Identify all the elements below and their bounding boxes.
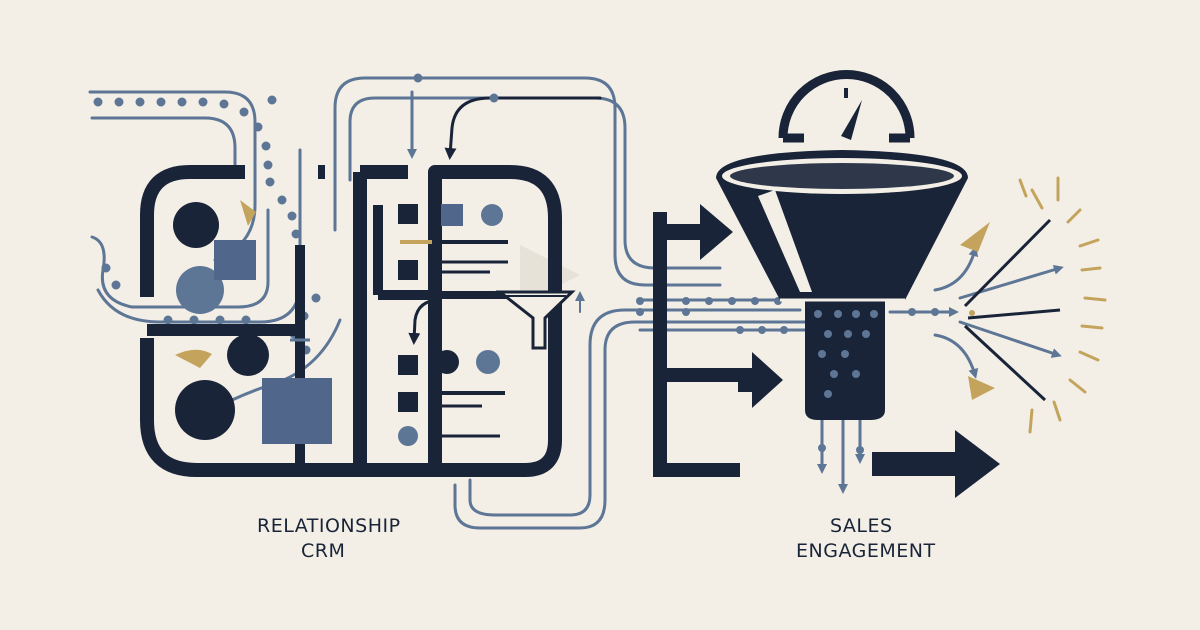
contact-card (214, 240, 256, 280)
record-dot (481, 204, 503, 226)
accent-wedge (175, 349, 212, 368)
record-square (398, 204, 418, 224)
accent-triangle (240, 200, 256, 226)
funnel-icon (716, 150, 968, 420)
label-line: CRM (301, 540, 346, 562)
contact-avatar (173, 202, 219, 248)
crm-frame (140, 165, 562, 477)
arrow-right-icon (738, 352, 783, 408)
contact-avatar (175, 380, 235, 440)
flow-line (333, 76, 722, 287)
mini-funnel-icon (495, 290, 576, 350)
flow-line (90, 116, 237, 167)
flow-line (348, 96, 722, 270)
record-dot (398, 426, 418, 446)
flow-arrow (958, 264, 1064, 300)
crm-records-panel (398, 204, 508, 446)
flow-arrow (933, 246, 979, 292)
flow-arrow (444, 96, 602, 160)
bracket-line (653, 212, 740, 477)
flow-arrow (958, 320, 1062, 358)
gauge-icon (778, 70, 915, 143)
label-sales-engagement: SALES ENGAGEMENT (796, 514, 936, 564)
contact-avatar (176, 266, 224, 314)
arrow-right-icon (872, 430, 1000, 498)
pipeline-bracket (653, 212, 740, 477)
record-square (398, 392, 418, 412)
flow-line (90, 208, 270, 309)
flow-arrow (933, 333, 979, 379)
funnel-dots (814, 310, 878, 398)
crm-frame-outer (140, 165, 562, 477)
flow-line (88, 90, 257, 167)
label-line: SALES (830, 515, 893, 537)
label-line: RELATIONSHIP (257, 515, 401, 537)
record-dot (435, 350, 459, 374)
burst-icon (960, 176, 1107, 434)
record-square (398, 355, 418, 375)
flow-line (453, 320, 812, 530)
flow-line (468, 308, 802, 517)
contact-card (262, 378, 332, 444)
record-square (441, 204, 463, 226)
crm-frame-left-top (140, 165, 245, 297)
record-square (398, 260, 418, 280)
crm-contacts-panel (173, 200, 332, 444)
label-relationship-crm: RELATIONSHIP CRM (257, 514, 401, 564)
record-dot (476, 350, 500, 374)
label-line: ENGAGEMENT (796, 540, 936, 562)
contact-avatar (227, 334, 269, 376)
arrow-right-icon (653, 204, 733, 260)
